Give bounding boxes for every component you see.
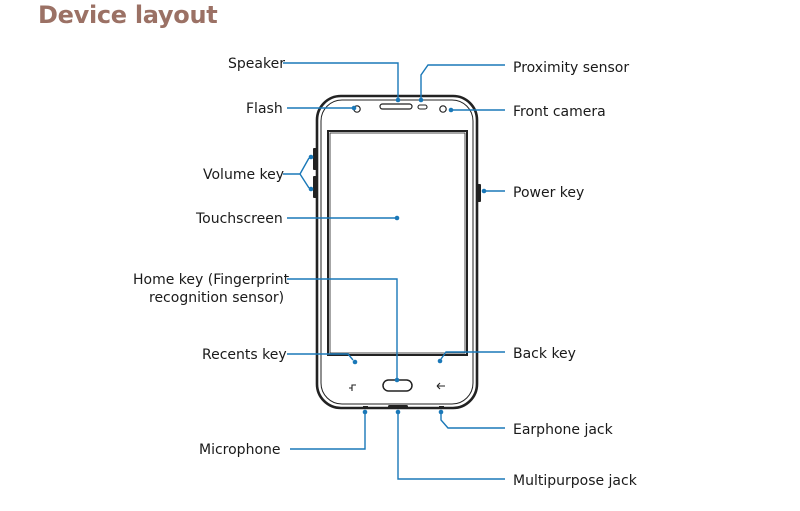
callout-earphone-jack: Earphone jack: [438, 409, 614, 438]
label-home-key-line1: Home key (Fingerprint: [133, 272, 290, 288]
callout-home-key: Home key (Fingerprint recognition sensor…: [133, 272, 400, 383]
label-home-key-line2: recognition sensor): [149, 290, 284, 306]
label-touchscreen: Touchscreen: [195, 211, 283, 227]
recents-icon: [349, 384, 356, 391]
label-microphone: Microphone: [199, 442, 281, 458]
callout-recents-key: Recents key: [202, 347, 358, 365]
label-recents-key: Recents key: [202, 347, 287, 363]
volume-key-down: [313, 176, 317, 198]
power-key: [477, 184, 481, 202]
volume-key-up: [313, 148, 317, 170]
label-power-key: Power key: [513, 185, 584, 201]
page-title: Device layout: [38, 1, 218, 29]
earphone-jack-hole: [439, 406, 444, 409]
label-speaker: Speaker: [228, 56, 285, 72]
callout-microphone: Microphone: [199, 409, 368, 458]
label-proximity-sensor: Proximity sensor: [513, 60, 629, 76]
microphone-hole: [363, 406, 368, 409]
callout-touchscreen: Touchscreen: [195, 211, 400, 227]
label-earphone-jack: Earphone jack: [513, 422, 614, 438]
callout-back-key: Back key: [437, 346, 576, 364]
callout-front-camera: Front camera: [448, 104, 606, 120]
callout-power-key: Power key: [481, 185, 584, 201]
front-camera-icon: [439, 105, 447, 113]
label-multipurpose-jack: Multipurpose jack: [513, 473, 638, 489]
label-front-camera: Front camera: [513, 104, 606, 120]
proximity-sensor-icon: [417, 104, 428, 110]
callout-proximity-sensor: Proximity sensor: [418, 60, 629, 103]
callout-flash: Flash: [246, 101, 357, 117]
label-back-key: Back key: [513, 346, 576, 362]
callout-multipurpose-jack: Multipurpose jack: [395, 409, 638, 489]
speaker-grille-icon: [379, 103, 413, 110]
callout-volume-key: Volume key: [203, 154, 314, 192]
label-volume-key: Volume key: [203, 167, 284, 183]
back-icon: [436, 382, 445, 390]
label-flash: Flash: [246, 101, 283, 117]
multipurpose-jack-port: [388, 405, 408, 409]
callout-speaker: Speaker: [228, 56, 401, 103]
